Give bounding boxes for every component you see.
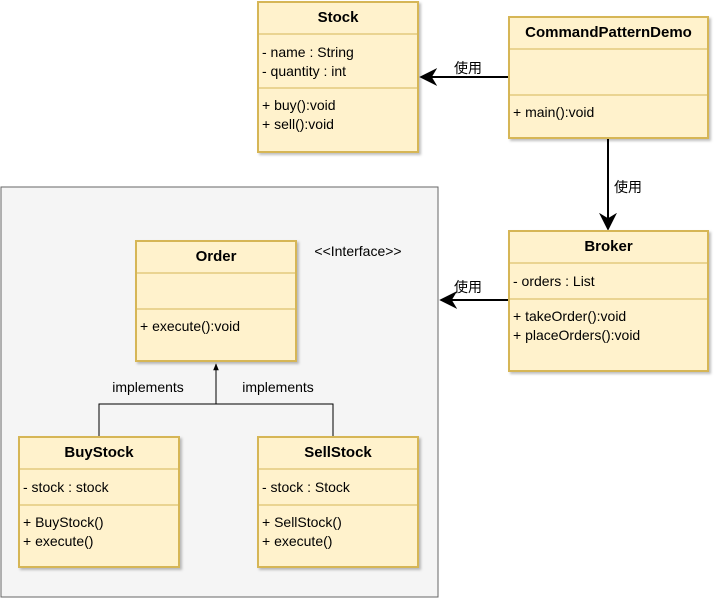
- class-broker[interactable]: Broker - orders : List + takeOrder():void +…: [508, 230, 709, 372]
- edges: 使用 使用 使用 implements implements: [98, 60, 642, 437]
- edge-label-demo-stock: 使用: [454, 60, 482, 76]
- class-broker-attribute: - orders : List: [513, 273, 595, 289]
- class-demo[interactable]: CommandPatternDemo + main():void: [508, 16, 709, 139]
- edge-label-buy-implements: implements: [112, 379, 184, 395]
- class-stock-attribute: - name : String: [262, 44, 354, 60]
- class-stock-name: Stock: [318, 9, 360, 26]
- class-stock-box: [257, 1, 419, 153]
- edge-label-demo-broker: 使用: [614, 179, 642, 195]
- class-sellstock-box: [257, 436, 419, 568]
- class-stock[interactable]: Stock - name : String - quantity : int + bu…: [257, 1, 419, 153]
- class-demo-box: [508, 16, 709, 139]
- class-buystock-name: BuyStock: [64, 444, 134, 461]
- edge-sellstock-implements-order[interactable]: [216, 403, 334, 437]
- class-broker-method: + placeOrders():void: [513, 327, 640, 343]
- class-buystock-method: + execute(): [23, 533, 93, 549]
- class-order-box: [135, 240, 297, 362]
- class-buystock-box: [18, 436, 180, 568]
- class-broker-method: + takeOrder():void: [513, 308, 626, 324]
- class-sellstock-method: + SellStock(): [262, 514, 342, 530]
- class-buystock-attribute: - stock : stock: [23, 479, 110, 495]
- class-demo-name: CommandPatternDemo: [525, 24, 692, 41]
- class-stock-method: + sell():void: [262, 116, 334, 132]
- edge-label-broker-group: 使用: [454, 279, 482, 295]
- interface-stereotype-label: <<Interface>>: [314, 243, 401, 259]
- class-order-name: Order: [196, 248, 237, 265]
- class-stock-attribute: - quantity : int: [262, 63, 346, 79]
- edge-buystock-implements-order[interactable]: [98, 363, 219, 437]
- class-order[interactable]: Order + execute():void: [135, 240, 297, 362]
- edge-label-sell-implements: implements: [242, 379, 314, 395]
- class-demo-method: + main():void: [513, 104, 594, 120]
- class-sellstock[interactable]: SellStock - stock : Stock + SellStock() + e…: [257, 436, 419, 568]
- class-buystock-method: + BuyStock(): [23, 514, 104, 530]
- class-stock-method: + buy():void: [262, 97, 336, 113]
- class-broker-box: [508, 230, 709, 372]
- class-sellstock-name: SellStock: [304, 444, 372, 461]
- class-sellstock-attribute: - stock : Stock: [262, 479, 351, 495]
- class-order-method: + execute():void: [140, 318, 240, 334]
- class-broker-name: Broker: [584, 238, 633, 255]
- class-boxes: Stock - name : String - quantity : int + bu…: [18, 1, 709, 568]
- class-sellstock-method: + execute(): [262, 533, 332, 549]
- class-buystock[interactable]: BuyStock - stock : stock + BuyStock() + exe…: [18, 436, 180, 568]
